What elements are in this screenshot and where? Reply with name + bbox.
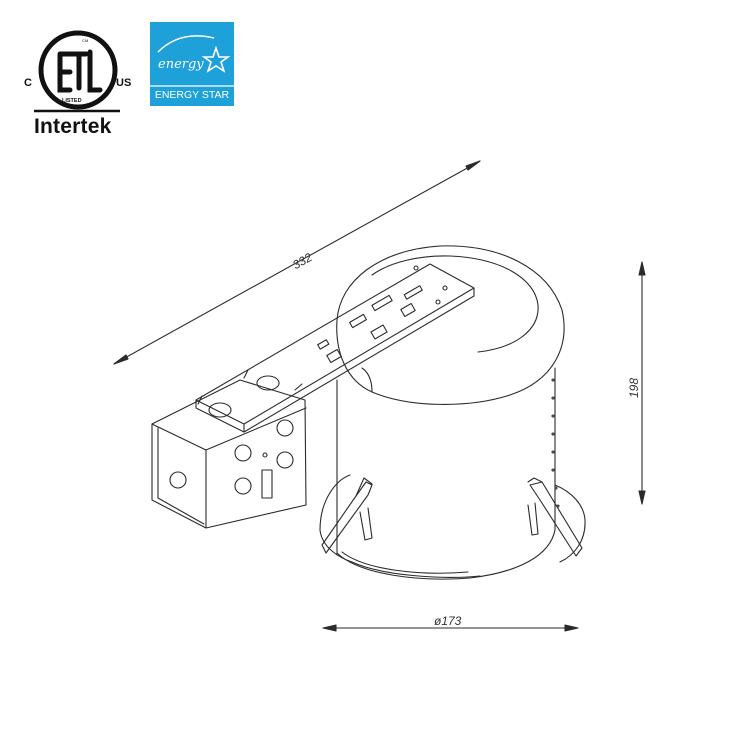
- etl-cm-mark: CM: [82, 38, 88, 43]
- housing-cylinder: [336, 367, 560, 580]
- height-dimension: [638, 261, 646, 505]
- length-label: 332: [290, 250, 315, 272]
- mounting-plate: [195, 263, 475, 433]
- diameter-label: ø173: [434, 614, 462, 628]
- etl-listed-logo: C US CM LISTED: [24, 30, 131, 113]
- length-dimension: [113, 160, 481, 365]
- spring-clip-left: [321, 477, 373, 554]
- trim-flange: [319, 474, 586, 578]
- intertek-brand: Intertek: [34, 115, 112, 138]
- star-icon: [201, 45, 231, 73]
- diameter-dimension: [322, 624, 579, 632]
- junction-box: [151, 369, 307, 529]
- housing-top: [336, 245, 565, 405]
- energy-script: energy: [158, 57, 204, 72]
- spring-clip-right: [527, 477, 583, 557]
- energy-star-logo: energy: [150, 22, 234, 106]
- energy-star-label: ENERGY STAR: [154, 89, 230, 101]
- etl-us-mark: US: [116, 77, 131, 89]
- etl-listed-text: LISTED: [62, 98, 82, 104]
- height-label: 198: [627, 378, 641, 398]
- etl-c-mark: C: [24, 77, 32, 89]
